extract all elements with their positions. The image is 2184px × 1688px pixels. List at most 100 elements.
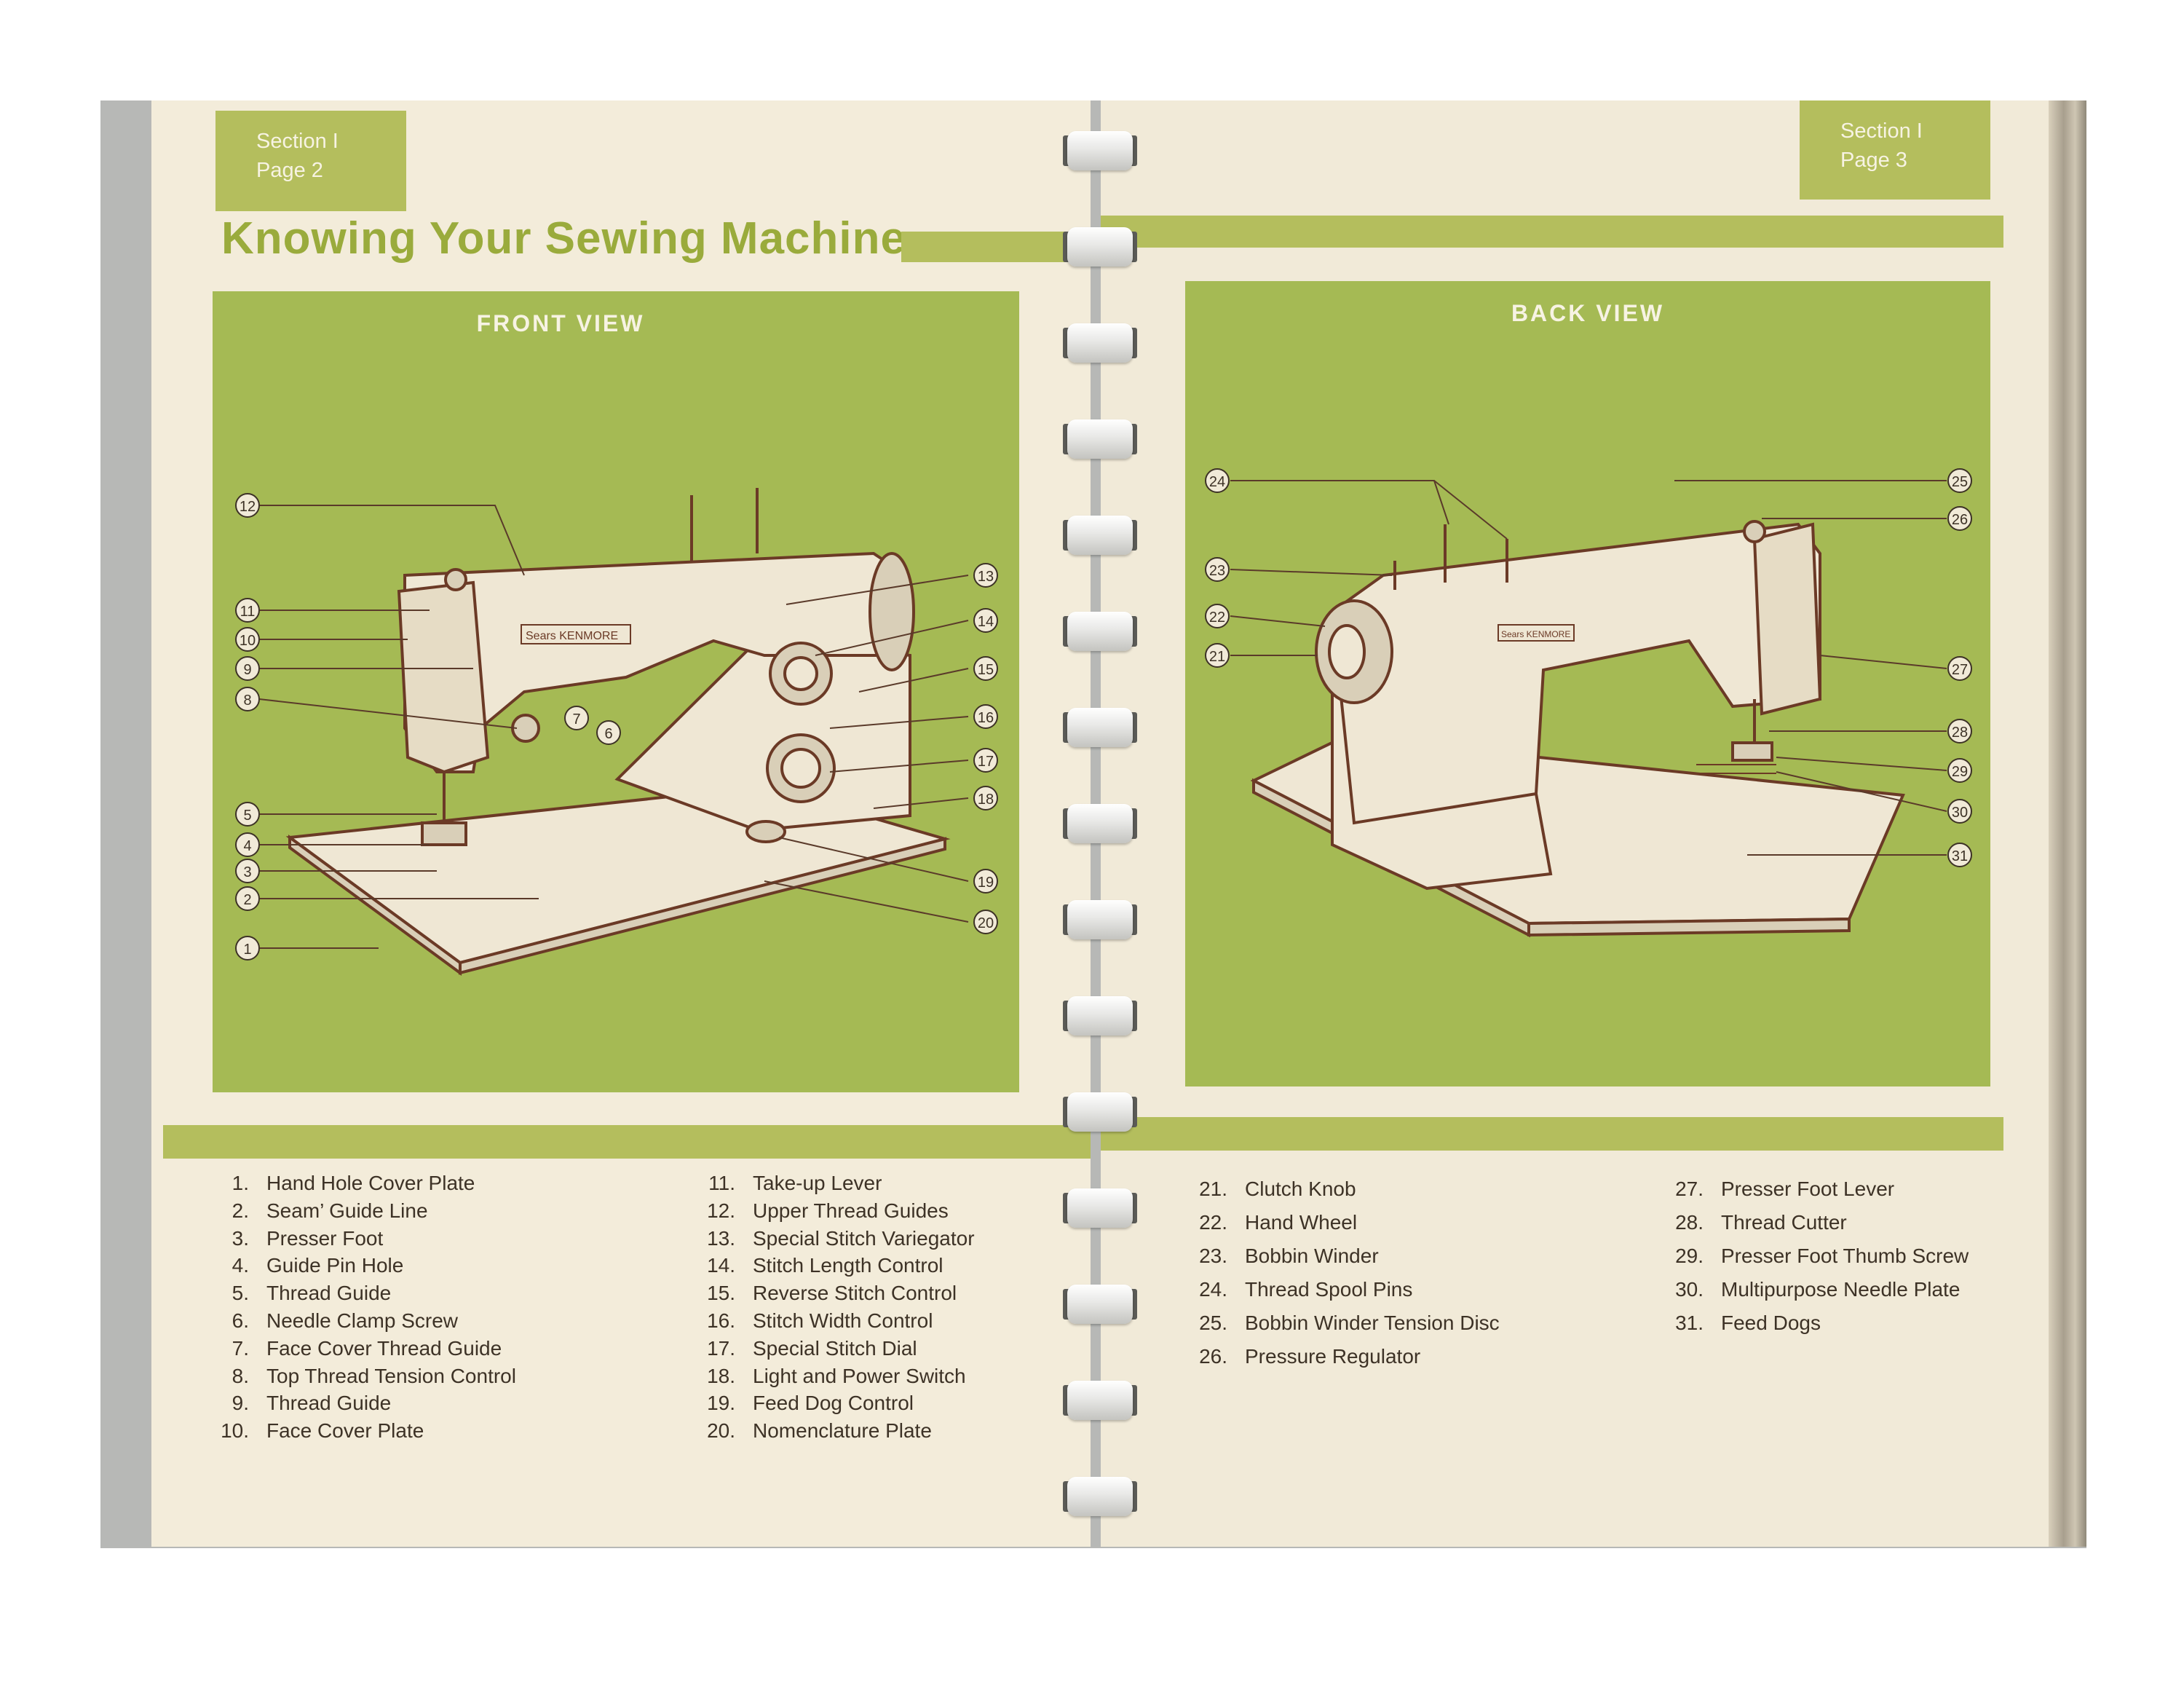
list-item: 16.Stitch Width Control <box>707 1309 933 1332</box>
callout-4: 4 <box>235 832 260 857</box>
binding-ring <box>1057 893 1144 947</box>
binding-ring <box>1057 701 1144 754</box>
callout-6: 6 <box>596 720 621 745</box>
front-parts-list-1: 1.Hand Hole Cover Plate 2.Seam’ Guide Li… <box>218 1170 516 1445</box>
list-item: 22.Hand Wheel <box>1199 1211 1358 1234</box>
callout-27: 27 <box>1947 656 1972 681</box>
svg-text:13: 13 <box>978 569 994 585</box>
list-item: 7.Face Cover Thread Guide <box>232 1336 502 1360</box>
binding-ring <box>1057 124 1144 178</box>
callout-13: 13 <box>973 563 998 588</box>
svg-text:8: 8 <box>243 693 251 709</box>
callout-2: 2 <box>235 886 260 911</box>
callout-16: 16 <box>973 704 998 729</box>
callout-21: 21 <box>1205 643 1230 668</box>
back-brand-plate: Sears KENMORE <box>1501 629 1570 639</box>
svg-text:10: 10 <box>240 633 256 649</box>
callout-14: 14 <box>973 608 998 633</box>
list-item: 15.Reverse Stitch Control <box>707 1282 957 1305</box>
svg-text:17: 17 <box>978 754 994 770</box>
callout-17: 17 <box>973 748 998 773</box>
callout-29: 29 <box>1947 758 1972 783</box>
binding-ring <box>1057 1373 1144 1427</box>
title-rule <box>901 232 1091 262</box>
svg-text:30: 30 <box>1952 805 1968 821</box>
left-page-label: Page 2 <box>256 159 323 182</box>
svg-text:23: 23 <box>1209 563 1225 579</box>
svg-text:11: 11 <box>240 604 256 620</box>
list-item: 10.Face Cover Plate <box>221 1419 424 1443</box>
svg-text:21: 21 <box>1209 649 1225 665</box>
back-view-panel: BACK VIEW <box>1185 281 1990 1086</box>
left-section-tab: Section I Page 2 <box>215 111 406 211</box>
front-view-label: FRONT VIEW <box>476 310 645 336</box>
svg-text:5: 5 <box>243 808 251 824</box>
callout-20: 20 <box>973 910 998 934</box>
callout-10: 10 <box>235 627 260 652</box>
svg-text:29: 29 <box>1952 764 1968 780</box>
list-item: 1.Hand Hole Cover Plate <box>232 1172 475 1194</box>
callout-23: 23 <box>1205 557 1230 582</box>
left-section-label: Section I <box>256 130 339 153</box>
binding-ring <box>1057 797 1144 851</box>
left-divider-band <box>163 1125 1091 1159</box>
list-item: 17.Special Stitch Dial <box>707 1336 917 1360</box>
front-leader-lines <box>258 505 969 949</box>
svg-text:22: 22 <box>1209 610 1225 626</box>
binding-ring <box>1057 1085 1144 1139</box>
callout-7: 7 <box>564 706 589 730</box>
right-section-label: Section I <box>1840 119 1923 143</box>
svg-text:6: 6 <box>604 726 612 742</box>
svg-text:9: 9 <box>243 662 251 678</box>
back-callouts: 24 23 22 21 25 26 27 28 29 30 31 <box>1205 468 1972 867</box>
back-leader-lines <box>1230 480 1947 856</box>
list-item: 18.Light and Power Switch <box>707 1364 966 1387</box>
list-item: 20.Nomenclature Plate <box>707 1419 932 1443</box>
callout-25: 25 <box>1947 468 1972 493</box>
binding-ring <box>1057 508 1144 562</box>
svg-text:3: 3 <box>243 864 251 880</box>
list-item: 2.Seam’ Guide Line <box>232 1199 428 1222</box>
page-title: Knowing Your Sewing Machine <box>221 213 906 264</box>
list-item: 23.Bobbin Winder <box>1199 1245 1379 1267</box>
callout-12: 12 <box>235 493 260 518</box>
callout-28: 28 <box>1947 719 1972 744</box>
front-parts-list-2: 11.Take-up Lever 12.Upper Thread Guides … <box>699 1170 975 1445</box>
callout-5: 5 <box>235 802 260 827</box>
svg-text:4: 4 <box>243 838 251 854</box>
svg-text:19: 19 <box>978 875 994 891</box>
list-item: 30.Multipurpose Needle Plate <box>1675 1278 1961 1301</box>
back-machine-drawing: Sears KENMORE <box>1250 520 1905 938</box>
binding-ring <box>1057 220 1144 274</box>
list-item: 26.Pressure Regulator <box>1199 1345 1421 1368</box>
binding-ring <box>1057 1277 1144 1331</box>
list-item: 3.Presser Foot <box>232 1226 384 1250</box>
callout-24: 24 <box>1205 468 1230 493</box>
page-edges <box>2049 100 2086 1547</box>
callout-22: 22 <box>1205 604 1230 628</box>
list-item: 25.Bobbin Winder Tension Disc <box>1199 1312 1500 1334</box>
back-parts-list-2: 27.Presser Foot Lever 28.Thread Cutter 2… <box>1667 1172 1969 1340</box>
list-item: 13.Special Stitch Variegator <box>707 1226 975 1250</box>
list-item: 28.Thread Cutter <box>1675 1211 1847 1234</box>
spiral-binding <box>1057 124 1144 1529</box>
list-item: 9.Thread Guide <box>232 1392 392 1415</box>
callout-1: 1 <box>235 936 260 961</box>
svg-text:16: 16 <box>978 710 994 726</box>
list-item: 11.Take-up Lever <box>708 1172 882 1194</box>
list-item: 29.Presser Foot Thumb Screw <box>1675 1245 1969 1267</box>
callout-18: 18 <box>973 786 998 811</box>
svg-text:12: 12 <box>240 499 256 515</box>
right-divider-band <box>1101 1117 2003 1151</box>
svg-text:31: 31 <box>1952 848 1968 864</box>
svg-text:26: 26 <box>1952 512 1968 528</box>
right-section-tab: Section I Page 3 <box>1800 100 1990 200</box>
svg-text:15: 15 <box>978 662 994 678</box>
svg-text:14: 14 <box>978 614 994 630</box>
callout-31: 31 <box>1947 843 1972 867</box>
list-item: 8.Top Thread Tension Control <box>232 1364 516 1387</box>
back-view-label: BACK VIEW <box>1511 300 1665 326</box>
callout-8: 8 <box>235 687 260 711</box>
right-page-label: Page 3 <box>1840 149 1907 172</box>
